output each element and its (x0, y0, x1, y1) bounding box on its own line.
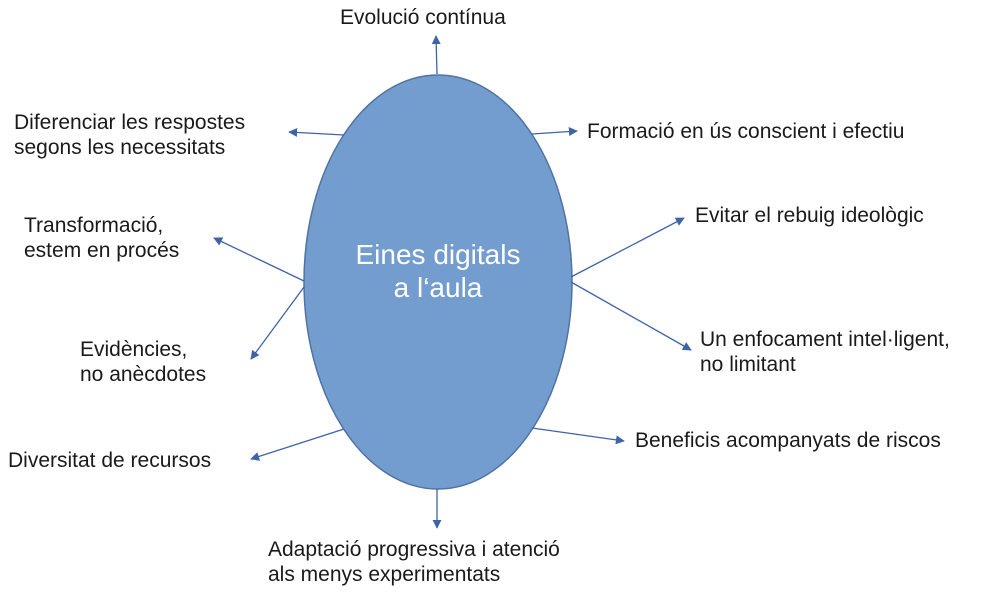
arrow-diferenciar (288, 127, 345, 137)
label-line: Evidències, (80, 338, 188, 361)
arrow-enfocament (570, 281, 692, 351)
label-line: segons les necessitats (14, 136, 226, 159)
arrow-transformacio (213, 237, 305, 282)
label-line: no limitant (700, 353, 796, 376)
label-transformacio: Transformació, estem en procés (24, 213, 179, 263)
label-evolucio-continua: Evolució contínua (340, 5, 506, 30)
label-line: Adaptació progressiva i atenció (268, 538, 560, 561)
label-line: Formació en ús conscient i efectiu (587, 120, 905, 143)
center-title-line-2: a l‘aula (393, 272, 483, 303)
arrow-beneficis (531, 427, 625, 445)
arrow-evidencies (250, 286, 305, 360)
label-line: Un enfocament intel·ligent, (700, 328, 950, 351)
label-formacio: Formació en ús conscient i efectiu (587, 119, 904, 144)
label-line: Diversitat de recursos (8, 449, 212, 472)
label-diferenciar-respostes: Diferenciar les respostes segons les nec… (14, 110, 245, 160)
label-beneficis: Beneficis acompanyats de riscos (635, 428, 941, 453)
connectors (213, 35, 692, 529)
arrow-diversitat (250, 428, 345, 461)
label-line: Evitar el rebuig ideològic (695, 204, 924, 227)
label-line: no anècdotes (80, 363, 207, 386)
arrow-formacio (531, 127, 578, 137)
label-line: als menys experimentats (268, 563, 501, 586)
label-evidencies: Evidències, no anècdotes (80, 337, 206, 387)
label-evitar-rebuig: Evitar el rebuig ideològic (695, 203, 924, 228)
label-line: Evolució contínua (340, 6, 506, 29)
label-line: estem en procés (24, 239, 180, 262)
center-title: Eines digitals a l‘aula (304, 238, 572, 304)
label-line: Diferenciar les respostes (14, 111, 246, 134)
arrow-evolucio (431, 35, 441, 75)
center-title-line-1: Eines digitals (355, 239, 521, 270)
label-line: Transformació, (24, 214, 164, 237)
arrow-evitar (570, 217, 685, 278)
label-line: Beneficis acompanyats de riscos (635, 429, 941, 452)
label-enfocament: Un enfocament intel·ligent, no limitant (700, 327, 950, 377)
label-adaptacio: Adaptació progressiva i atenció als meny… (268, 537, 560, 587)
label-diversitat: Diversitat de recursos (8, 448, 211, 473)
